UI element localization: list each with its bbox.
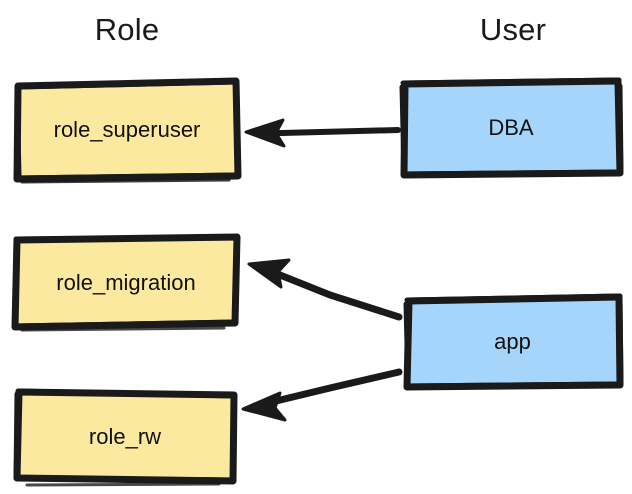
node-shape-role-migration [11, 233, 241, 332]
node-role-rw[interactable]: role_rw [13, 388, 238, 487]
node-shape-role-superuser [13, 77, 242, 184]
column-header-role: Role [94, 12, 160, 47]
node-role-superuser[interactable]: role_superuser [13, 77, 242, 184]
node-shape-role-rw [13, 388, 238, 487]
edge-app-to-role-migration [247, 258, 403, 321]
node-dba[interactable]: DBA [399, 77, 624, 179]
edge-dba-to-role-superuser [244, 118, 401, 148]
edge-app-to-role-rw [241, 368, 403, 422]
node-app[interactable]: app [403, 293, 624, 391]
node-role-migration[interactable]: role_migration [11, 233, 241, 332]
column-header-user: User [479, 12, 547, 47]
node-shape-dba [399, 77, 624, 179]
node-shape-app [403, 293, 624, 391]
